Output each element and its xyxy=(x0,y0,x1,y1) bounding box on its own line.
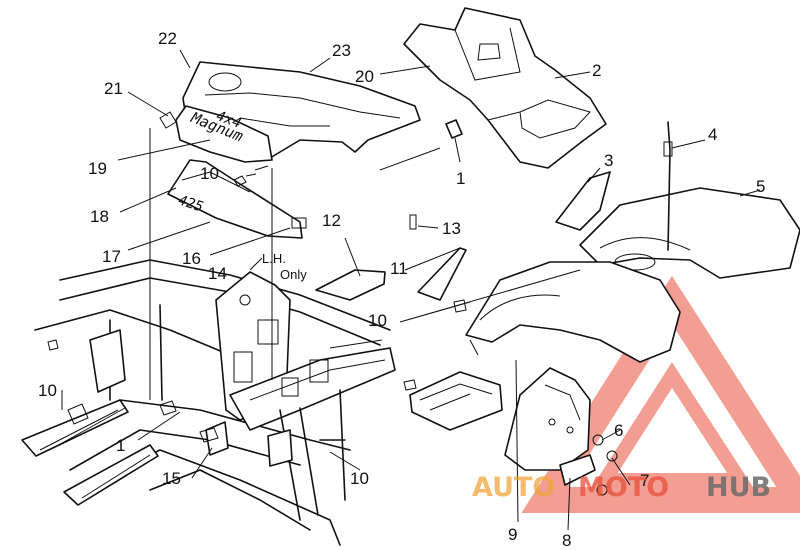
watermark-text-moto: MOTO xyxy=(578,472,670,503)
watermark-logo-triangle xyxy=(521,275,800,513)
atv-frame xyxy=(21,259,396,546)
side-panel-decal-lower xyxy=(167,159,307,239)
callout-8: 8 xyxy=(562,531,572,550)
bolts xyxy=(47,173,467,391)
rear-rack-brace xyxy=(409,371,503,431)
callout-1-lower: 1 xyxy=(116,436,126,455)
callout-1-upper: 1 xyxy=(456,169,466,188)
callout-7: 7 xyxy=(640,471,650,490)
callout-10-upper: 10 xyxy=(200,164,219,183)
callout-17: 17 xyxy=(102,247,121,266)
mounting-bracket xyxy=(315,119,463,301)
callout-18: 18 xyxy=(90,207,109,226)
callout-22: 22 xyxy=(158,29,177,48)
callout-2: 2 xyxy=(592,61,602,80)
callout-12: 12 xyxy=(322,211,341,230)
callout-19: 19 xyxy=(88,159,107,178)
callout-11: 11 xyxy=(390,259,408,278)
callout-10-mid: 10 xyxy=(368,311,387,330)
watermark-text-auto: AUTO xyxy=(472,472,556,503)
callout-3: 3 xyxy=(604,151,614,170)
note-lh: L.H. xyxy=(262,251,286,266)
rear-fender-pieces xyxy=(417,171,800,363)
callout-20: 20 xyxy=(355,67,374,86)
callout-10-left: 10 xyxy=(38,381,57,400)
mud-flap-assembly xyxy=(504,367,618,496)
callout-15: 15 xyxy=(162,469,181,488)
callout-13: 13 xyxy=(442,219,461,238)
watermark-text-hub: HUB xyxy=(706,472,772,503)
callout-14: 14 xyxy=(208,264,227,283)
callout-6: 6 xyxy=(614,421,624,440)
front-console xyxy=(403,7,607,169)
callout-4: 4 xyxy=(708,125,718,144)
callout-23: 23 xyxy=(332,41,351,60)
callout-21: 21 xyxy=(104,79,123,98)
note-only: Only xyxy=(280,267,307,282)
whip-antenna xyxy=(663,121,673,251)
callout-9: 9 xyxy=(508,525,518,544)
callout-5: 5 xyxy=(756,177,766,196)
callout-10-lower: 10 xyxy=(350,469,369,488)
callout-16: 16 xyxy=(182,249,201,268)
leader-lines xyxy=(61,49,761,531)
